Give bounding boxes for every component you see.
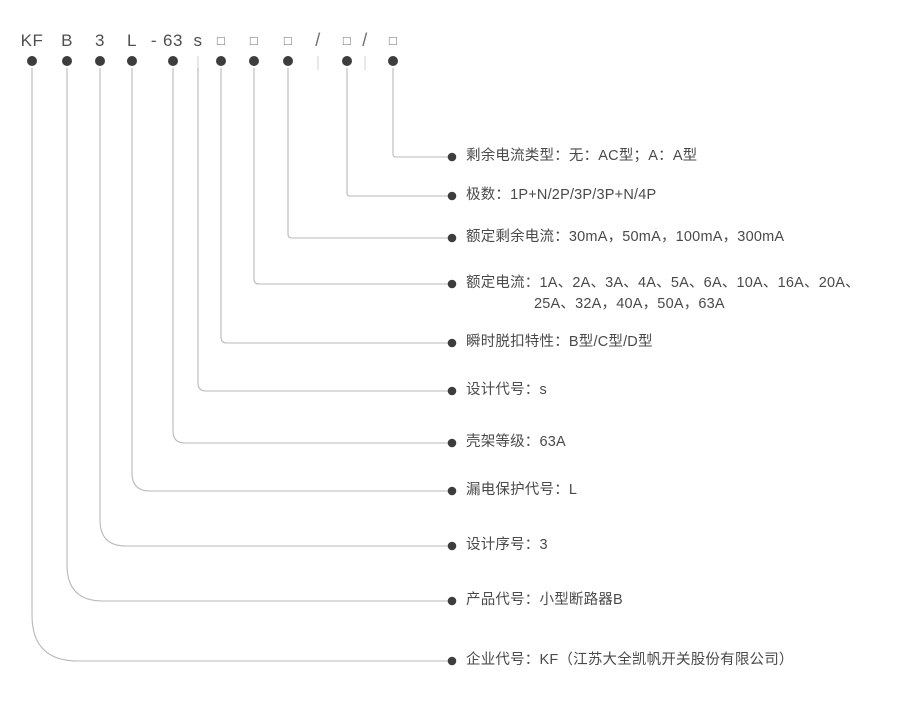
- callout-label-residual-current-type: 剩余电流类型：无：AC型；A：A型: [466, 148, 698, 164]
- callout-label-design-sequence: 设计序号：3: [466, 537, 548, 553]
- leader-line-enterprise-code: [31, 68, 452, 662]
- callout-label-product-code: 产品代号：小型断路器B: [466, 592, 623, 608]
- callout-label-pole-number: 极数：1P+N/2P/3P/3P+N/4P: [466, 187, 657, 203]
- code-dot-8: [249, 56, 259, 66]
- code-token-11: □: [342, 33, 352, 48]
- leader-line-instantaneous-trip-characteristic: [220, 68, 452, 344]
- leader-end-dot-frame-rating: [447, 438, 457, 448]
- code-dot-13: [388, 56, 398, 66]
- code-dot-3: [127, 56, 137, 66]
- leader-end-dot-rated-current: [447, 279, 457, 289]
- code-dot-9: [283, 56, 293, 66]
- callout-label-leakage-protection-code: 漏电保护代号：L: [466, 482, 578, 498]
- code-dot-11: [342, 56, 352, 66]
- code-token-5: 63: [163, 31, 183, 50]
- code-token-3: L: [127, 31, 137, 50]
- callout-label-frame-rating: 壳架等级：63A: [466, 434, 566, 450]
- leader-line-rated-residual-current: [287, 68, 452, 239]
- leader-line-rated-current: [253, 68, 452, 285]
- code-dot-1: [62, 56, 72, 66]
- leader-end-dot-pole-number: [447, 191, 457, 201]
- callout-label-rated-current: 额定电流：1A、2A、3A、4A、5A、6A、10A、16A、20A、25A、3…: [466, 273, 860, 315]
- code-token-13: □: [388, 33, 398, 48]
- leader-line-design-code: [197, 68, 452, 392]
- code-token-9: □: [283, 33, 293, 48]
- leader-end-dot-design-sequence: [447, 541, 457, 551]
- leader-end-dot-rated-residual-current: [447, 233, 457, 243]
- code-token-8: □: [249, 33, 259, 48]
- callout-label-rated-current-line2: 25A、32A，40A，50A，63A: [534, 296, 725, 312]
- leader-line-product-code: [66, 68, 452, 602]
- code-dot-0: [27, 56, 37, 66]
- leader-end-dot-residual-current-type: [447, 152, 457, 162]
- leader-line-leakage-protection-code: [131, 68, 452, 492]
- leader-line-design-sequence: [99, 68, 452, 547]
- code-dot-5: [168, 56, 178, 66]
- code-token-2: 3: [95, 31, 105, 50]
- callout-label-design-code: 设计代号：s: [466, 382, 547, 398]
- code-token-4: -: [150, 31, 158, 50]
- leader-end-dot-product-code: [447, 596, 457, 606]
- callout-label-instantaneous-trip-characteristic: 瞬时脱扣特性：B型/C型/D型: [466, 334, 653, 350]
- code-token-7: □: [216, 33, 226, 48]
- code-token-12: /: [362, 30, 368, 50]
- leader-line-pole-number: [346, 68, 452, 197]
- code-dot-2: [95, 56, 105, 66]
- leader-end-dot-enterprise-code: [447, 656, 457, 666]
- leader-line-residual-current-type: [392, 68, 452, 158]
- code-token-10: /: [315, 30, 321, 50]
- leader-end-dot-design-code: [447, 386, 457, 396]
- code-token-6: s: [193, 31, 203, 50]
- leader-end-dot-leakage-protection-code: [447, 486, 457, 496]
- leader-line-frame-rating: [172, 68, 452, 444]
- code-token-1: B: [61, 31, 73, 50]
- code-dot-7: [216, 56, 226, 66]
- leader-end-dot-instantaneous-trip-characteristic: [447, 338, 457, 348]
- code-token-0: KF: [20, 31, 44, 50]
- callout-label-rated-residual-current: 额定剩余电流：30mA，50mA，100mA，300mA: [466, 229, 785, 245]
- model-code-row: KF B 3 L-63 s □ □ □ / □ / □: [0, 0, 900, 70]
- callout-label-enterprise-code: 企业代号：KF（江苏大全凯帆开关股份有限公司）: [466, 652, 794, 668]
